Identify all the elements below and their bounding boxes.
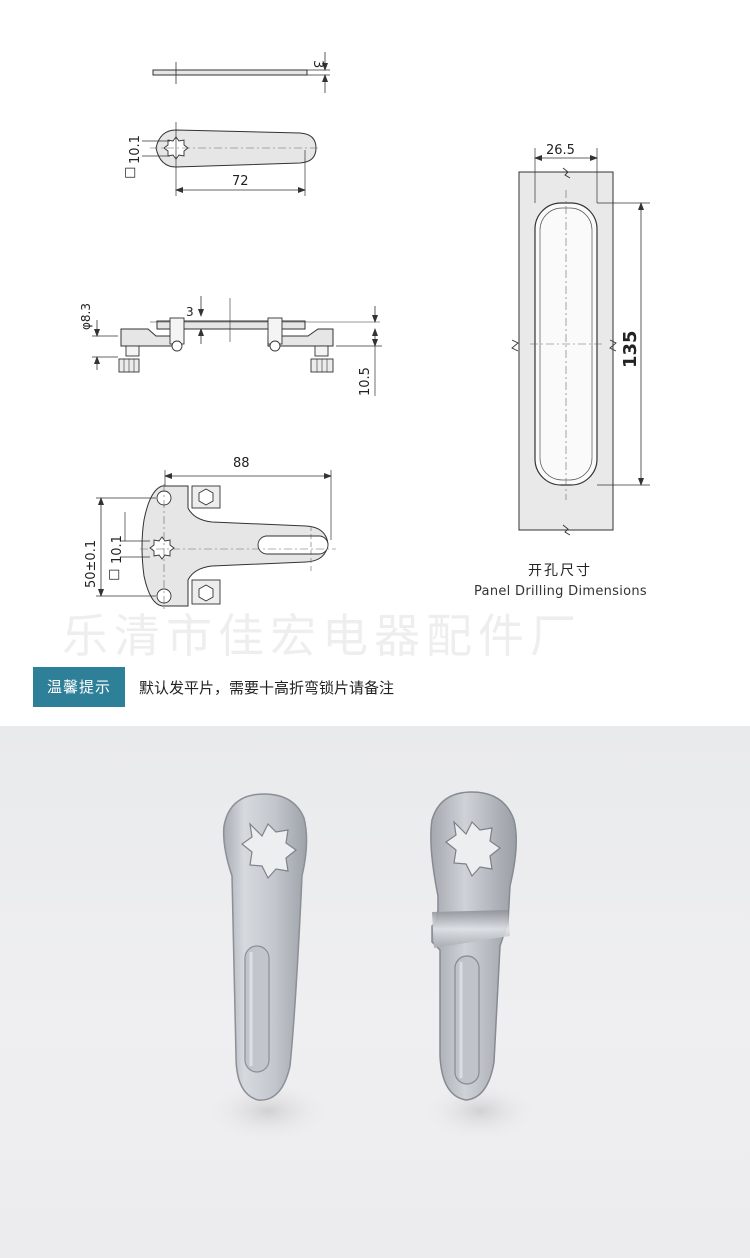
dim-height-10-5: 10.5 (358, 367, 373, 396)
dim-panel-width: 26.5 (546, 143, 575, 158)
notice-badge: 温馨提示 (33, 667, 126, 707)
flat-lock-plate (208, 793, 328, 1141)
dim-tolerance-50: 50±0.1 (84, 540, 99, 588)
dim-panel-height: 135 (620, 330, 641, 368)
lock-front-view: 88 50±0.1 10.1 □ (84, 456, 336, 612)
panel-caption-english: Panel Drilling Dimensions (474, 584, 648, 599)
bent-lock-plate (425, 791, 535, 1139)
dim-square-width-2: 10.1 (110, 535, 125, 564)
dim-phi-8-3: φ8.3 (79, 303, 93, 330)
bent-plate-side-view: 3 φ8.3 (79, 296, 382, 396)
dim-length-72: 72 (232, 174, 249, 189)
notice-text: 默认发平片，需要十高折弯锁片请备注 (139, 678, 395, 697)
watermark-company: 乐清市佳宏电器配件厂 (62, 609, 582, 663)
square-symbol: □ (124, 165, 136, 180)
dim-square-width: 10.1 (128, 135, 143, 164)
technical-drawing-area: 3 72 10.1 □ 3 (62, 52, 650, 663)
product-photo-image (208, 791, 535, 1141)
panel-cutout-view: 26.5 135 (511, 143, 650, 536)
plate-top-view: 72 10.1 □ (124, 122, 320, 196)
panel-caption-chinese: 开孔尺寸 (528, 563, 592, 579)
product-photo (0, 726, 750, 1258)
dim-length-88: 88 (233, 456, 250, 471)
dim-thickness: 3 (310, 60, 325, 68)
dim-offset-3: 3 (186, 305, 194, 319)
square-symbol-2: □ (108, 567, 120, 582)
plate-side-view: 3 (152, 52, 330, 93)
notice-bar: 温馨提示 默认发平片，需要十高折弯锁片请备注 (33, 667, 394, 707)
technical-drawing: 3 72 10.1 □ 3 (79, 52, 650, 612)
